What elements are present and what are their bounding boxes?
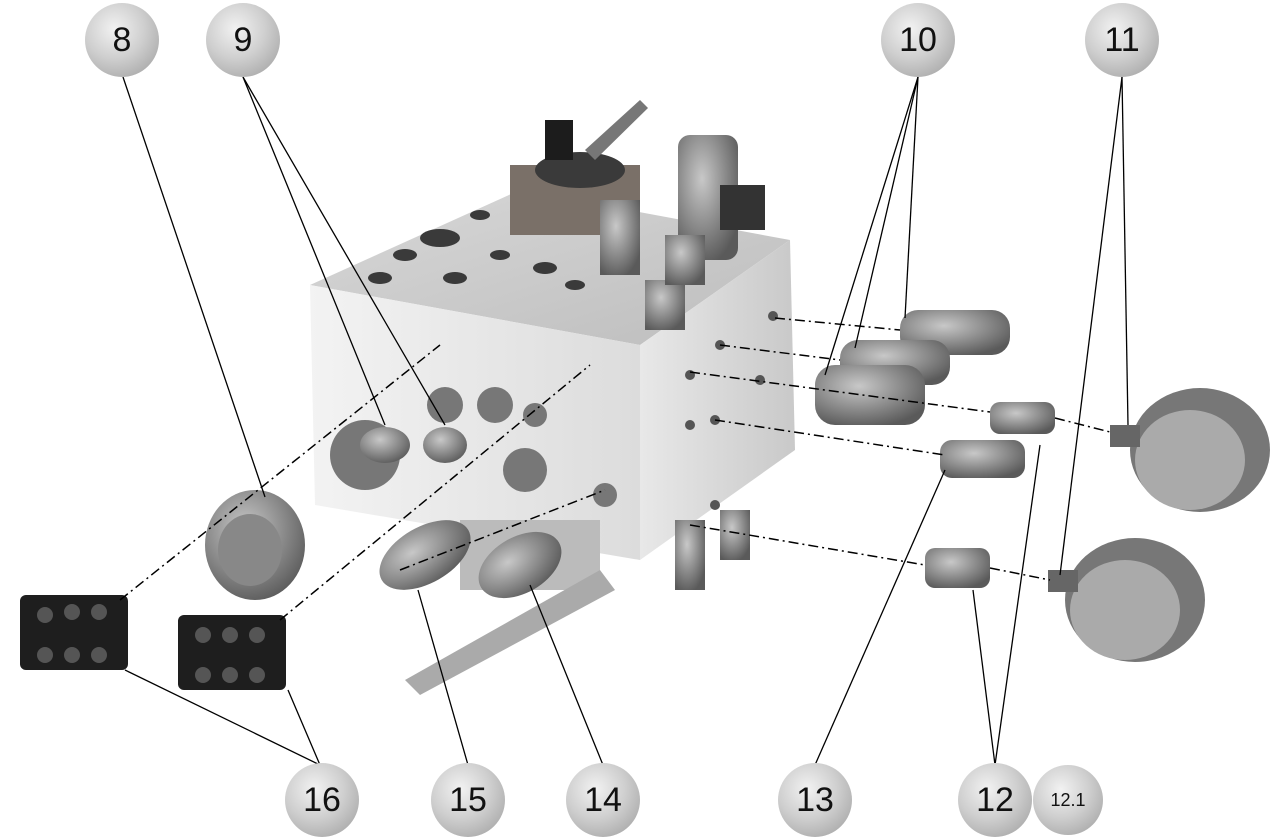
balloon-10: 10	[881, 3, 955, 77]
balloon-14: 14	[566, 763, 640, 837]
part-12-fitting-upper	[990, 402, 1055, 434]
valve-block	[310, 100, 795, 695]
balloon-12: 12	[958, 763, 1032, 837]
balloon-15: 15	[431, 763, 505, 837]
balloon-13: 13	[778, 763, 852, 837]
balloon-11: 11	[1085, 3, 1159, 77]
balloon-16: 16	[285, 763, 359, 837]
balloon-9: 9	[206, 3, 280, 77]
exploded-parts	[20, 310, 1270, 690]
center-lines	[119, 317, 1111, 621]
part-10-sensors	[815, 310, 1010, 425]
balloon-8: 8	[85, 3, 159, 77]
leader-lines	[122, 76, 1129, 766]
balloon-12-1: 12.1	[1033, 765, 1103, 835]
part-13-fitting	[940, 440, 1025, 478]
part-12-fitting-lower	[925, 548, 990, 588]
